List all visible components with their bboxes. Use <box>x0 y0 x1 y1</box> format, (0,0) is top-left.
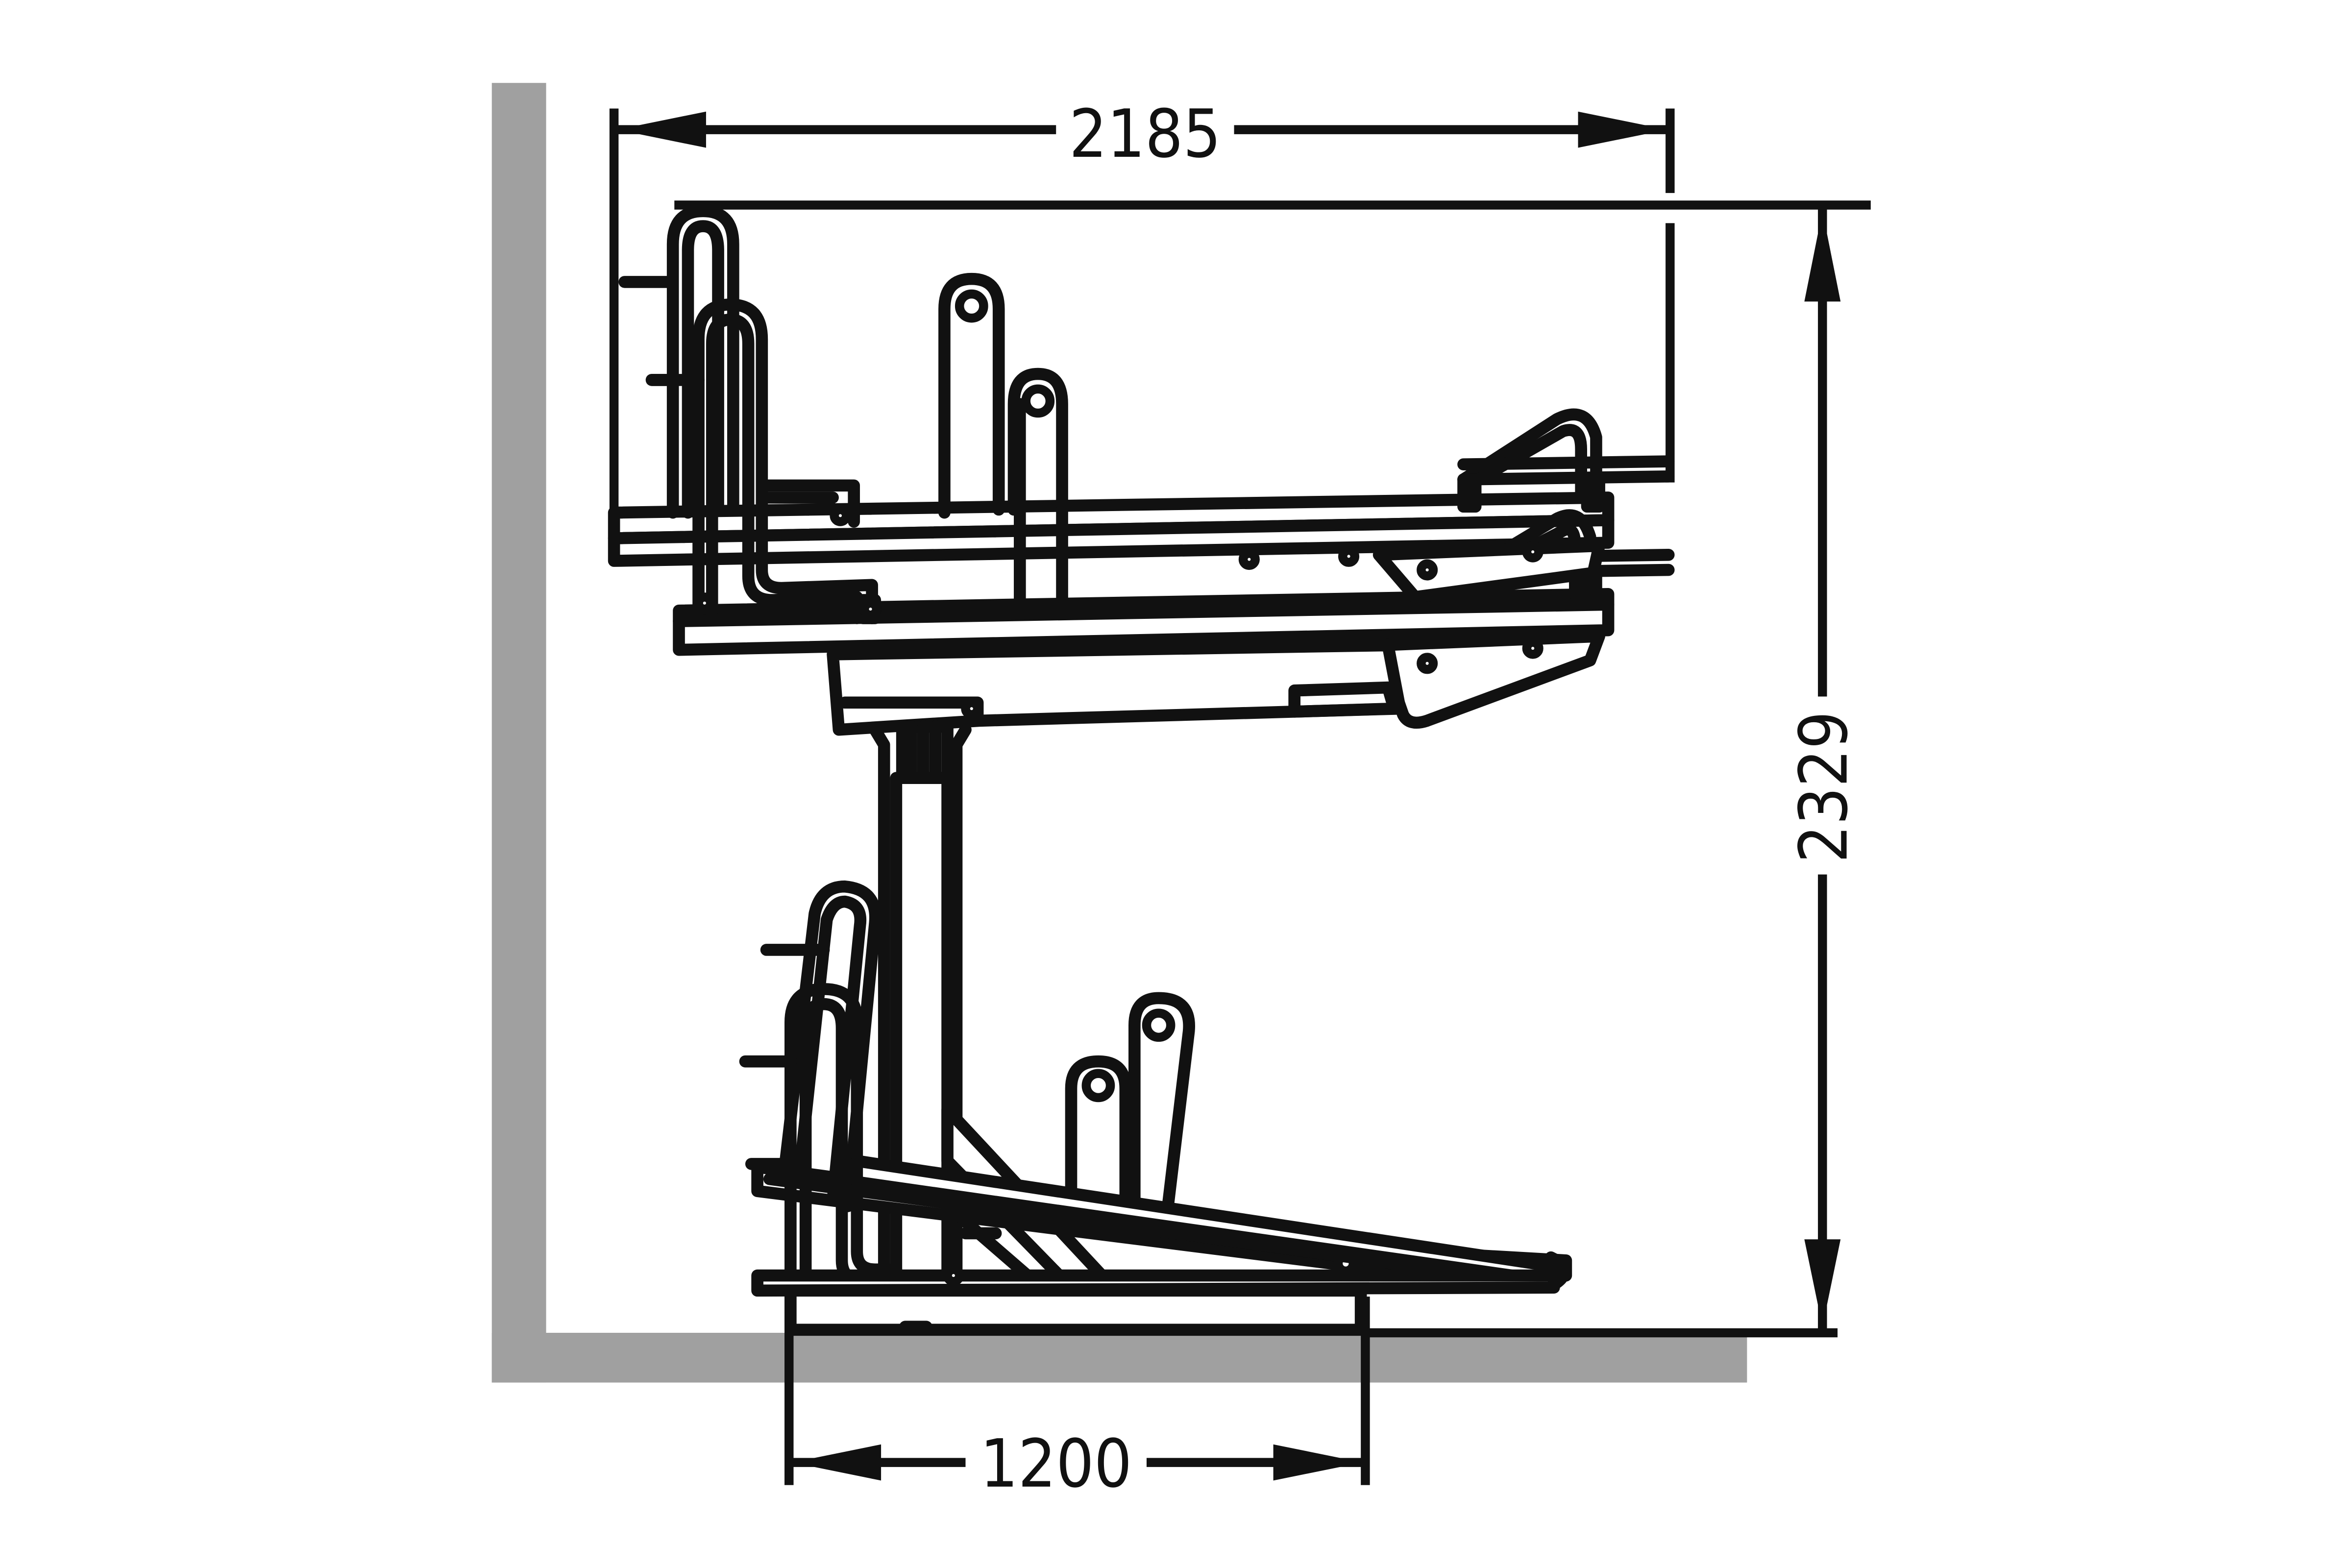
lower-tier <box>739 880 1572 1336</box>
upper-side-plate-front <box>1372 630 1605 729</box>
arrow-left <box>617 111 706 148</box>
upper-side-plate-rear <box>1372 539 1605 603</box>
dimension-overall-height: 2329 <box>674 200 1871 1338</box>
overall-width-label: 2185 <box>1069 95 1221 172</box>
arrow-right <box>1578 111 1667 148</box>
lower-front-hoop <box>784 983 903 1291</box>
rear-hoop-1-inner <box>682 220 724 519</box>
lower-rear-hoop-3 <box>1065 1055 1132 1230</box>
arrow-up <box>1804 211 1841 302</box>
dimension-overall-width: 2185 <box>609 95 1675 513</box>
rear-front-stop <box>1457 408 1602 504</box>
arrow-left <box>792 1444 882 1481</box>
arrow-right <box>1273 1444 1363 1481</box>
wall-and-floor <box>491 83 1747 1383</box>
base-width-label: 1200 <box>980 1425 1132 1502</box>
front-front-stop <box>1460 509 1596 600</box>
lower-rear-hoop-1 <box>778 880 882 1212</box>
front-hoop-1 <box>692 298 878 624</box>
arrow-down <box>1804 1239 1841 1327</box>
rear-hoop-1 <box>666 205 739 519</box>
upper-tier <box>608 205 1675 736</box>
overall-height-label: 2329 <box>1785 711 1862 863</box>
lower-rear-hoop-2 <box>1128 992 1195 1240</box>
wall <box>491 83 546 1383</box>
upper-rear-rail-lower <box>608 514 1615 567</box>
rear-hoop-2 <box>938 272 1005 519</box>
floor-rail <box>784 1284 1367 1336</box>
floor <box>491 1333 1747 1383</box>
rear-hoop-3 <box>1007 368 1068 516</box>
